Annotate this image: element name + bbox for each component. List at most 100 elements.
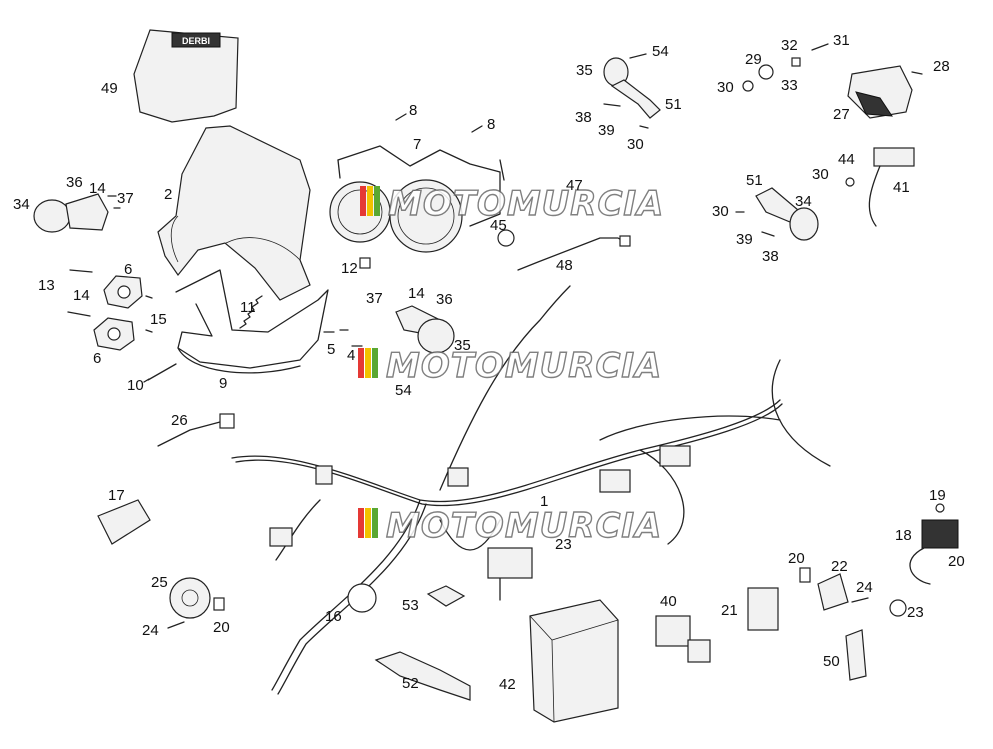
clamp-23 bbox=[889, 599, 907, 617]
part-label-14: 14 bbox=[89, 180, 106, 197]
part-label-8: 8 bbox=[487, 116, 496, 133]
tail-light-fasteners bbox=[742, 43, 829, 92]
part-label-12: 12 bbox=[341, 260, 358, 277]
handlebar-switch-upper bbox=[103, 275, 143, 309]
part-label-32: 32 bbox=[781, 37, 798, 54]
part-label-18: 18 bbox=[895, 527, 912, 544]
part-label-34: 34 bbox=[795, 193, 812, 210]
part-label-51: 51 bbox=[746, 172, 763, 189]
front-indicator-left bbox=[33, 193, 109, 233]
clip-20 bbox=[799, 567, 811, 583]
part-label-51: 51 bbox=[665, 96, 682, 113]
part-label-37: 37 bbox=[117, 190, 134, 207]
part-label-30: 30 bbox=[712, 203, 729, 220]
horn bbox=[169, 577, 211, 619]
bulb bbox=[497, 229, 515, 247]
derbi-logo: DERBI bbox=[182, 36, 210, 46]
rear-indicator-right bbox=[755, 187, 819, 241]
regulator bbox=[909, 519, 959, 585]
part-label-27: 27 bbox=[833, 106, 850, 123]
indicator-screws bbox=[735, 211, 775, 237]
fuse bbox=[426, 585, 466, 607]
front-indicator-right bbox=[395, 305, 455, 354]
part-label-10: 10 bbox=[127, 377, 144, 394]
part-label-6: 6 bbox=[93, 350, 102, 367]
part-label-8: 8 bbox=[409, 102, 418, 119]
part-label-6: 6 bbox=[124, 261, 133, 278]
sensor bbox=[219, 413, 235, 429]
part-label-33: 33 bbox=[781, 77, 798, 94]
connector bbox=[619, 235, 631, 247]
part-label-22: 22 bbox=[831, 558, 848, 575]
part-label-41: 41 bbox=[893, 179, 910, 196]
part-label-31: 31 bbox=[833, 32, 850, 49]
part-label-2: 2 bbox=[164, 186, 173, 203]
part-label-7: 7 bbox=[413, 136, 422, 153]
watermark-flag bbox=[358, 348, 384, 378]
part-label-45: 45 bbox=[490, 217, 507, 234]
part-label-24: 24 bbox=[142, 622, 159, 639]
indicator-fasteners bbox=[107, 195, 121, 209]
horn-nut bbox=[213, 597, 225, 611]
part-label-36: 36 bbox=[66, 174, 83, 191]
battery bbox=[529, 599, 619, 723]
cdi-unit bbox=[747, 587, 779, 631]
watermark-flag bbox=[358, 508, 384, 538]
part-label-16: 16 bbox=[325, 608, 342, 625]
part-label-39: 39 bbox=[598, 122, 615, 139]
part-label-13: 13 bbox=[38, 277, 55, 294]
part-label-44: 44 bbox=[838, 151, 855, 168]
part-label-48: 48 bbox=[556, 257, 573, 274]
wiring-harness bbox=[231, 285, 831, 695]
horn-bolt bbox=[167, 621, 185, 629]
clip bbox=[359, 257, 371, 269]
indicator-nuts bbox=[323, 329, 363, 347]
screw bbox=[935, 503, 945, 513]
part-label-36: 36 bbox=[436, 291, 453, 308]
battery-strap bbox=[374, 651, 471, 701]
part-label-53: 53 bbox=[402, 597, 419, 614]
part-label-26: 26 bbox=[171, 412, 188, 429]
part-label-17: 17 bbox=[108, 487, 125, 504]
part-label-4: 4 bbox=[347, 347, 356, 364]
part-label-28: 28 bbox=[933, 58, 950, 75]
plate-light bbox=[868, 147, 915, 227]
tail-bulb bbox=[911, 71, 923, 75]
part-label-1: 1 bbox=[540, 493, 549, 510]
rear-indicator-left bbox=[603, 57, 661, 119]
part-label-30: 30 bbox=[717, 79, 734, 96]
part-label-30: 30 bbox=[812, 166, 829, 183]
part-label-23: 23 bbox=[907, 604, 924, 621]
part-label-38: 38 bbox=[575, 109, 592, 126]
part-label-52: 52 bbox=[402, 675, 419, 692]
part-label-54: 54 bbox=[652, 43, 669, 60]
part-label-23: 23 bbox=[555, 536, 572, 553]
part-label-21: 21 bbox=[721, 602, 738, 619]
part-label-5: 5 bbox=[327, 341, 336, 358]
clamp-16 bbox=[347, 583, 377, 613]
relay-cover bbox=[687, 639, 711, 663]
part-label-37: 37 bbox=[366, 290, 383, 307]
switch-screws bbox=[67, 269, 153, 333]
relay-40 bbox=[655, 615, 691, 647]
part-label-49: 49 bbox=[101, 80, 118, 97]
part-label-38: 38 bbox=[762, 248, 779, 265]
rear-indicator-parts bbox=[603, 53, 649, 129]
part-label-20: 20 bbox=[213, 619, 230, 636]
part-label-50: 50 bbox=[823, 653, 840, 670]
part-label-34: 34 bbox=[13, 196, 30, 213]
watermark: MOTOMURCIA bbox=[387, 183, 665, 224]
part-label-20: 20 bbox=[948, 553, 965, 570]
part-label-14: 14 bbox=[73, 287, 90, 304]
part-label-25: 25 bbox=[151, 574, 168, 591]
number-plate: DERBI bbox=[133, 29, 239, 123]
spring bbox=[239, 295, 263, 329]
handle-grip bbox=[97, 499, 151, 545]
watermark-flag bbox=[360, 186, 386, 216]
washer bbox=[845, 177, 855, 187]
headlight-wire bbox=[517, 237, 629, 271]
relay bbox=[817, 573, 849, 611]
tail-light bbox=[847, 65, 913, 119]
